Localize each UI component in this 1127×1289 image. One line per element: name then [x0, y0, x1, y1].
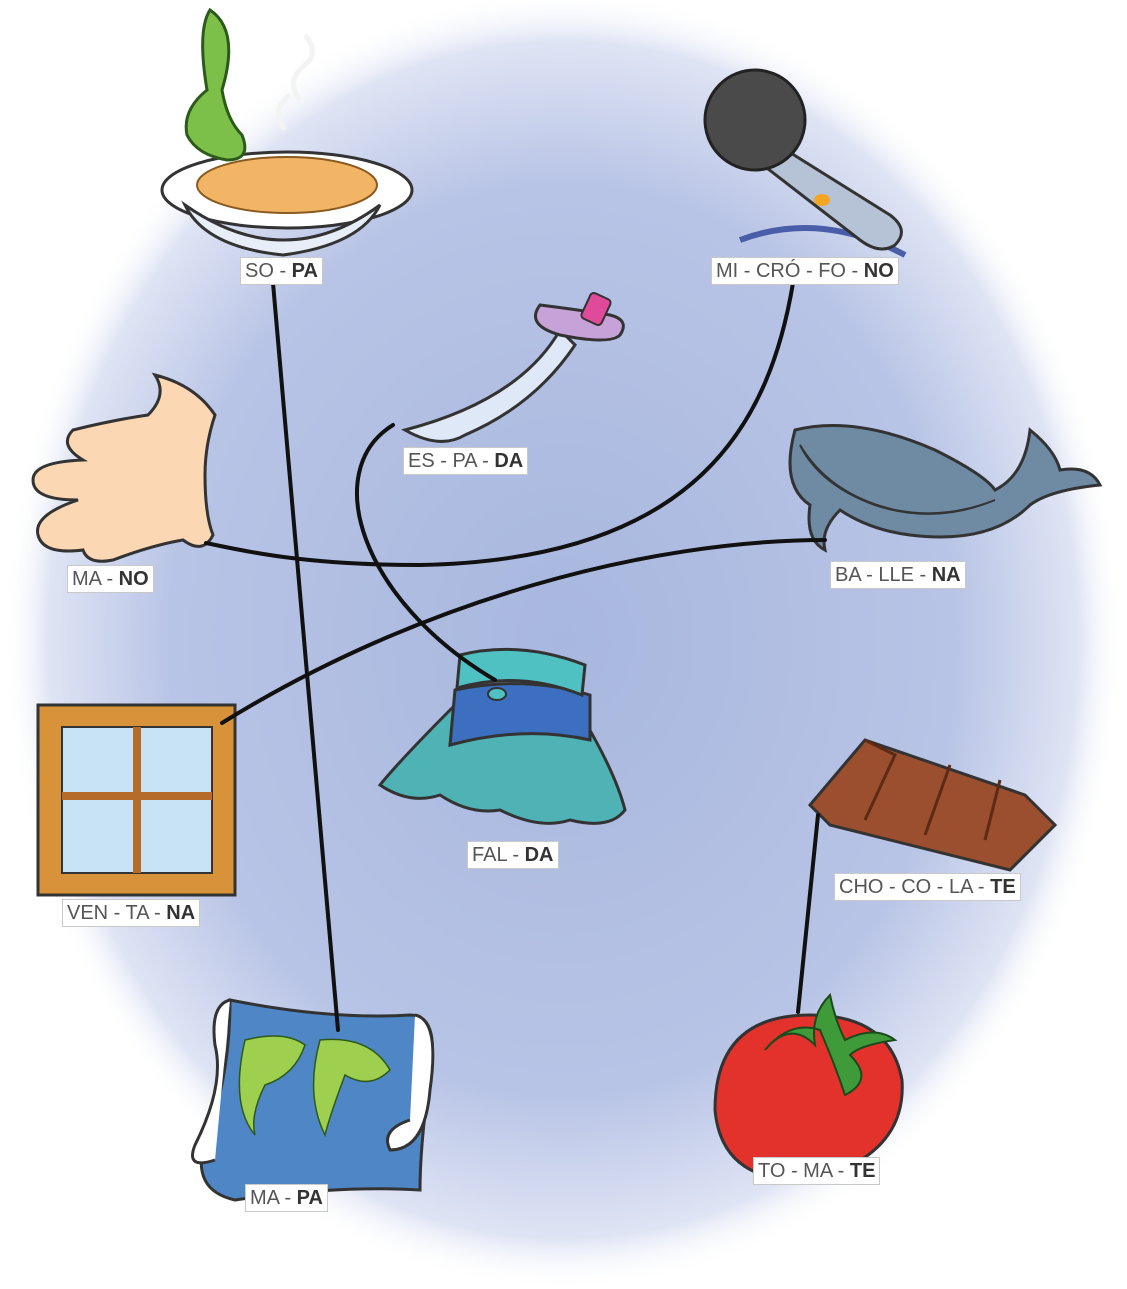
label-chocolate: CHO - CO - LA - TE: [834, 873, 1021, 901]
whale-icon: [788, 424, 1103, 553]
window-icon: [36, 703, 237, 897]
line-chocolate-tomate: [796, 813, 820, 1014]
line-microfono-mano: [204, 281, 795, 568]
skirt-icon: [377, 647, 627, 825]
label-mapa: MA - PA: [245, 1184, 328, 1212]
label-ballena: BA - LLE - NA: [830, 561, 966, 589]
connecting-lines: [204, 281, 827, 1032]
line-sopa-mapa: [271, 281, 340, 1032]
chocolate-bar-icon: [807, 738, 1058, 872]
label-falda: FAL - DA: [467, 841, 559, 869]
label-espada: ES - PA - DA: [403, 447, 529, 475]
label-mano: MA - NO: [67, 565, 154, 593]
tomato-icon: [713, 992, 904, 1182]
hand-icon: [31, 372, 217, 563]
line-espada-falda: [355, 423, 497, 682]
line-ballena-ventana: [220, 538, 827, 725]
label-microfono: MI - CRÓ - FO - NO: [711, 257, 899, 285]
world-map-icon: [191, 998, 435, 1202]
sword-icon: [401, 291, 625, 443]
label-ventana: VEN - TA - NA: [62, 899, 201, 927]
label-sopa: SO - PA: [240, 257, 323, 285]
background-glow: [3, 0, 1123, 1289]
label-tomate: TO - MA - TE: [753, 1157, 881, 1185]
soup-bowl-icon: [160, 7, 414, 257]
microphone-icon: [703, 68, 907, 258]
